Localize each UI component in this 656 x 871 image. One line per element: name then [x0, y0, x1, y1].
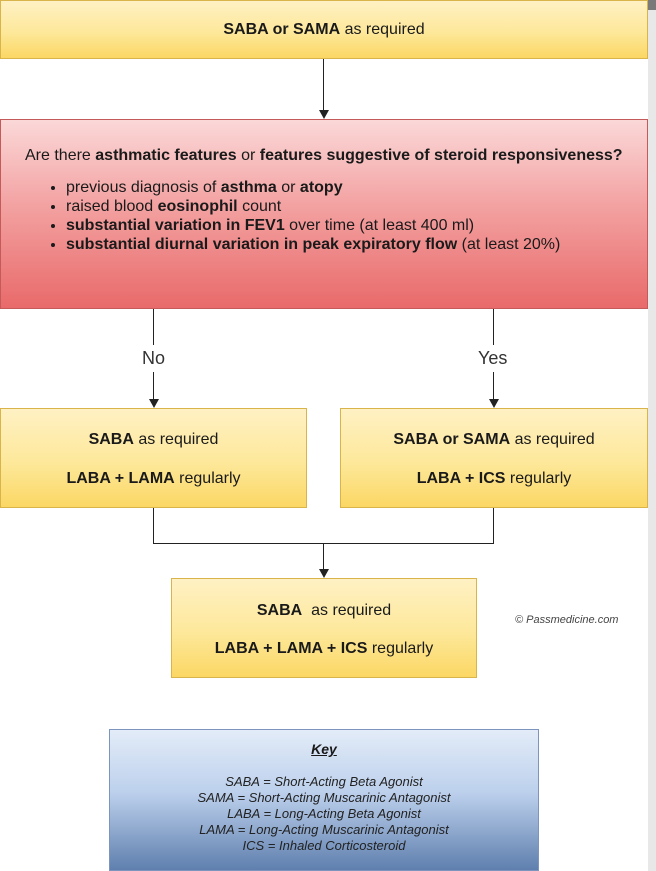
arrowhead-icon — [489, 399, 499, 408]
connector-merge-down — [323, 543, 324, 569]
top-step-bold: SABA or SAMA — [223, 21, 341, 38]
final-step-line2: LABA + LAMA + ICS regularly — [214, 640, 434, 657]
key-title: Key — [311, 741, 337, 757]
key-entry: SAMA = Short-Acting Muscarinic Antagonis… — [197, 790, 451, 805]
connector-merge-right — [493, 508, 494, 544]
yes-outcome-box: SABA or SAMA as required LABA + ICS regu… — [340, 408, 648, 508]
key-entry: SABA = Short-Acting Beta Agonist — [225, 774, 423, 789]
arrowhead-icon — [319, 569, 329, 578]
question-text: Are there asthmatic features or features… — [25, 147, 623, 164]
connector-yes-branch-lower — [493, 372, 494, 399]
yes-outcome-line2: LABA + ICS regularly — [416, 470, 572, 487]
key-entry: LAMA = Long-Acting Muscarinic Antagonist — [199, 822, 449, 837]
connector-top-question — [323, 59, 324, 111]
final-step-box: SABA as required LABA + LAMA + ICS regul… — [171, 578, 477, 678]
no-outcome-box: SABA as required LABA + LAMA regularly — [0, 408, 307, 508]
top-step-box: SABA or SAMA as required — [0, 0, 648, 59]
no-outcome-line1: SABA as required — [88, 431, 219, 448]
arrowhead-icon — [319, 110, 329, 119]
key-list: SABA = Short-Acting Beta Agonist SAMA = … — [110, 774, 538, 854]
criteria-item: substantial diurnal variation in peak ex… — [66, 235, 560, 254]
key-box: Key SABA = Short-Acting Beta Agonist SAM… — [109, 729, 539, 871]
question-box: Are there asthmatic features or features… — [0, 119, 648, 309]
copyright-text: © Passmedicine.com — [515, 614, 619, 626]
branch-label-yes: Yes — [478, 348, 508, 368]
final-step-line1: SABA as required — [256, 602, 392, 619]
criteria-list: previous diagnosis of asthma or atopy ra… — [48, 178, 560, 254]
connector-no-branch-lower — [153, 372, 154, 399]
yes-outcome-line1: SABA or SAMA as required — [393, 431, 595, 448]
branch-label-no: No — [142, 348, 166, 368]
arrowhead-icon — [149, 399, 159, 408]
no-outcome-line2: LABA + LAMA regularly — [66, 470, 241, 487]
criteria-item: substantial variation in FEV1 over time … — [66, 216, 560, 235]
key-entry: LABA = Long-Acting Beta Agonist — [227, 806, 421, 821]
key-entry: ICS = Inhaled Corticosteroid — [242, 838, 406, 853]
connector-yes-branch — [493, 309, 494, 345]
criteria-item: raised blood eosinophil count — [66, 197, 560, 216]
scrollbar-track[interactable] — [648, 10, 656, 871]
top-step-rest: as required — [340, 21, 425, 38]
connector-no-branch — [153, 309, 154, 345]
connector-merge-left — [153, 508, 154, 544]
criteria-item: previous diagnosis of asthma or atopy — [66, 178, 560, 197]
